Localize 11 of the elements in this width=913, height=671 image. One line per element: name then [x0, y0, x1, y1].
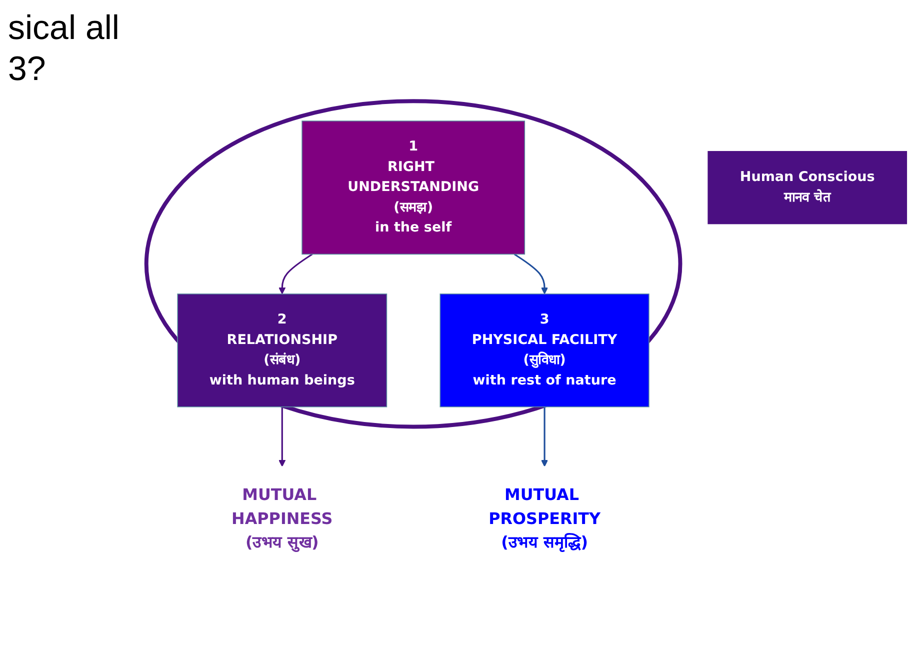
node-box: 3 PHYSICAL FACILITY (सुविधा) with rest of nature	[440, 294, 650, 408]
arrow	[514, 254, 548, 294]
node-text: MUTUAL HAPPINESS (उभय सुख)	[232, 484, 333, 552]
node-box: Human Conscious मानव चेत	[708, 151, 908, 224]
node-box: 2 RELATIONSHIP (संबंध) with human beings	[177, 294, 388, 408]
arrow	[541, 406, 548, 467]
node-box: 1 RIGHT UNDERSTANDING (समझ) in the self	[302, 120, 526, 255]
arrow	[278, 406, 286, 467]
arrow	[278, 254, 313, 294]
node-text: MUTUAL PROSPERITY (उभय समृद्धि)	[488, 484, 600, 552]
question-text: sical all 3?	[8, 8, 120, 90]
